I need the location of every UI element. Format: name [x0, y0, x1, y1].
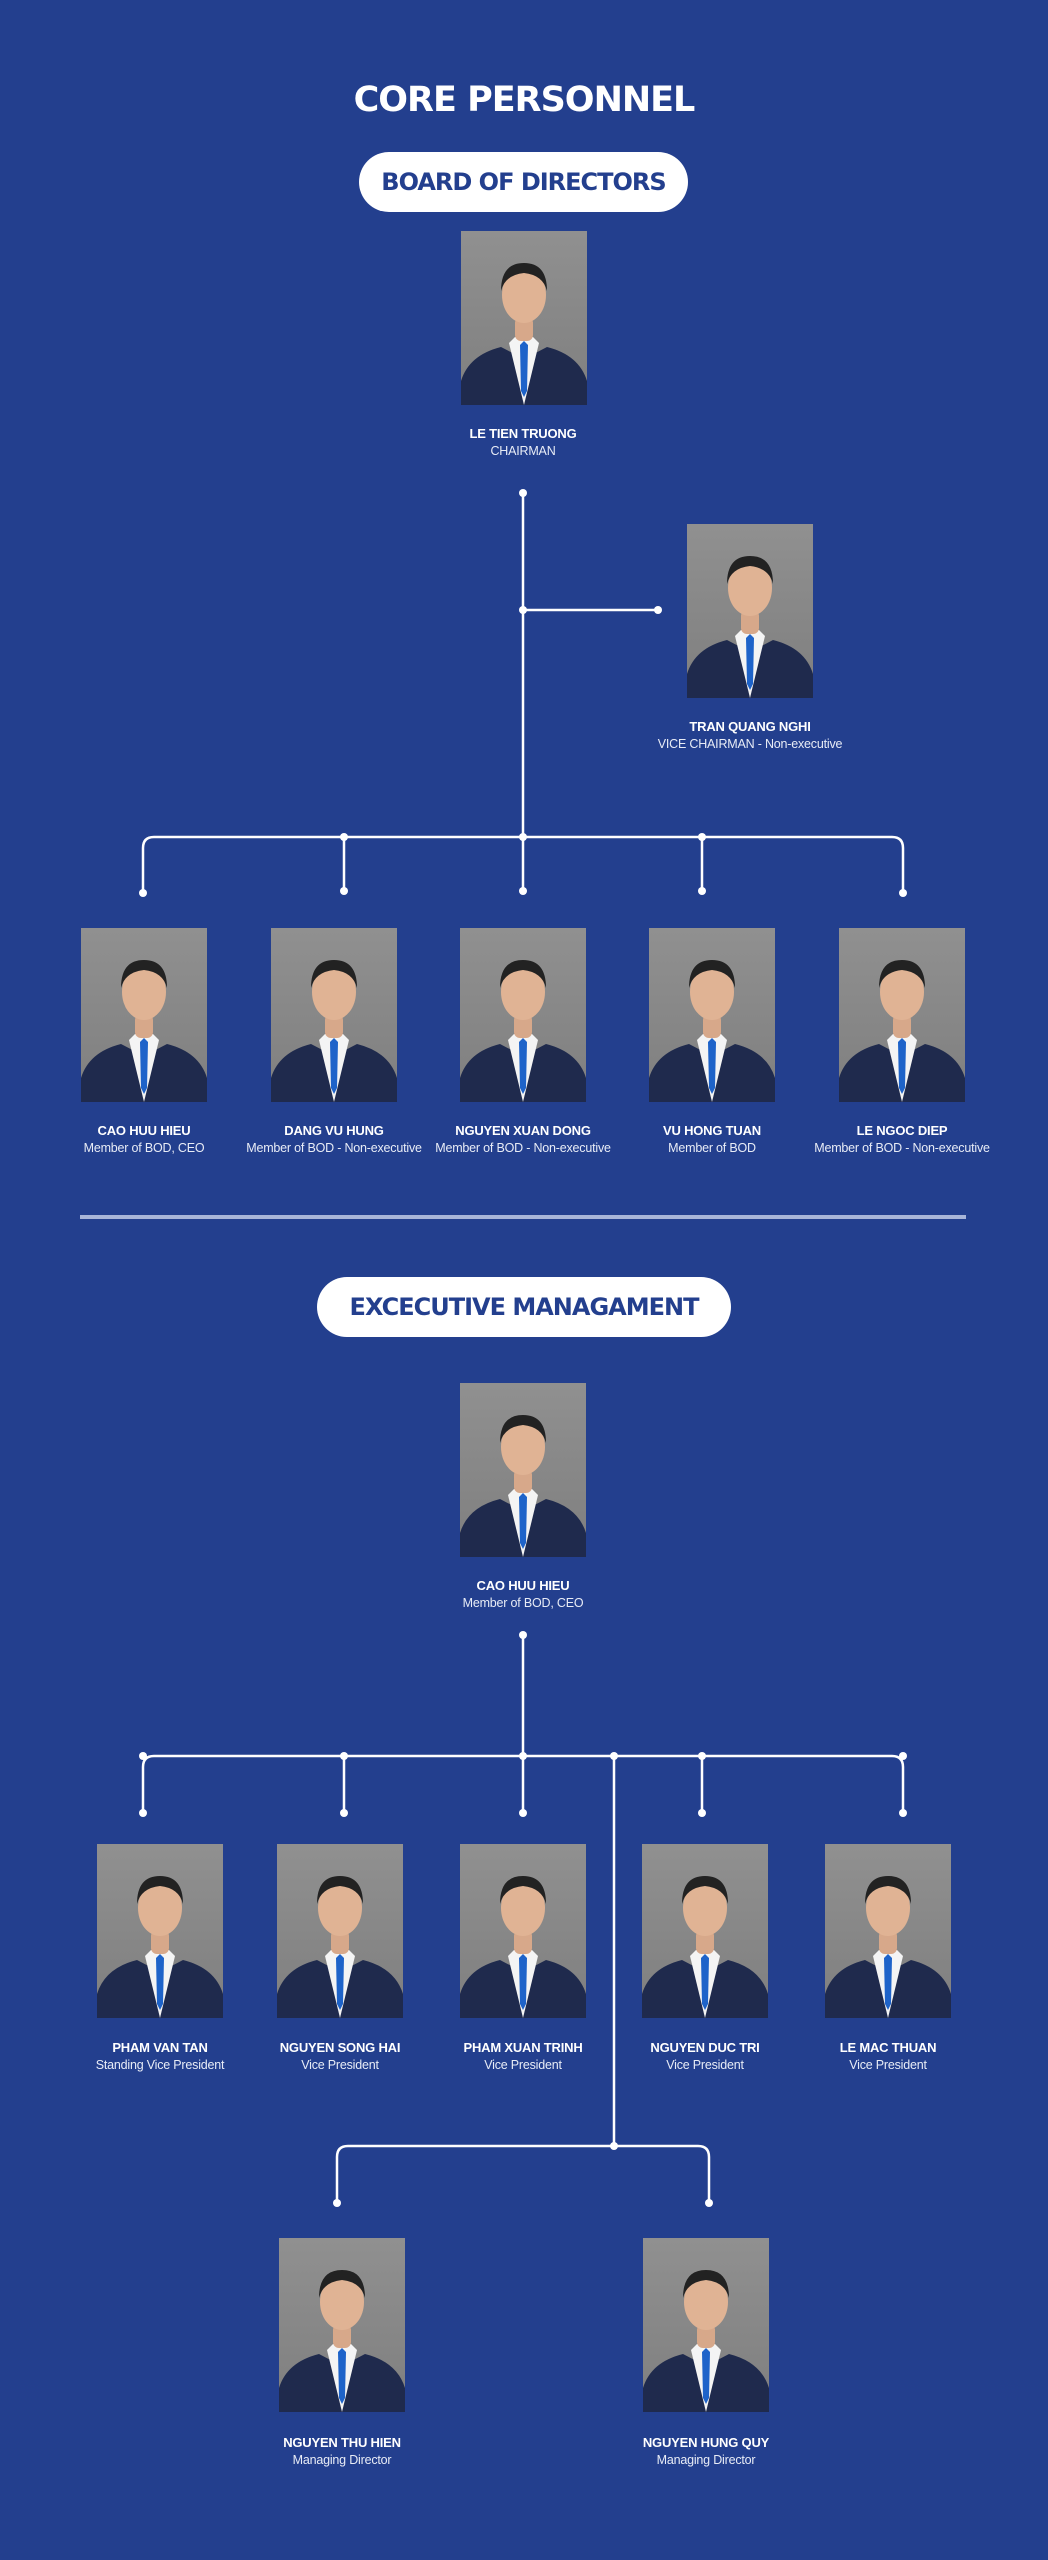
managing-director-role: Managing Director — [656, 2453, 756, 2467]
person-portrait-icon — [643, 2238, 769, 2412]
managing-director-name: NGUYEN THU HIEN — [283, 2435, 401, 2450]
board-member-photo — [649, 928, 775, 1102]
section-divider — [80, 1215, 966, 1219]
person-portrait-icon — [271, 928, 397, 1102]
managing-director-photo — [279, 2238, 405, 2412]
page-title: CORE PERSONNEL — [353, 80, 696, 120]
vice-president-role: Vice President — [301, 2058, 379, 2072]
board-member-photo — [81, 928, 207, 1102]
board-member-name: VU HONG TUAN — [663, 1123, 761, 1138]
person-portrait-icon — [825, 1844, 951, 2018]
person-portrait-icon — [97, 1844, 223, 2018]
chairman-name: LE TIEN TRUONG — [469, 426, 577, 441]
managing-director-role: Managing Director — [292, 2453, 392, 2467]
vice-president-role: Vice President — [484, 2058, 562, 2072]
vice-president-photo — [642, 1844, 768, 2018]
board-member-name: DANG VU HUNG — [284, 1123, 384, 1138]
person-portrait-icon — [687, 524, 813, 698]
board-member-role: Member of BOD - Non-executive — [435, 1141, 611, 1155]
board-of-directors-heading: BOARD OF DIRECTORS — [359, 152, 688, 212]
chairman-photo — [461, 231, 587, 405]
vice-president-name: LE MAC THUAN — [839, 2040, 937, 2055]
executive-management-heading: EXCECUTIVE MANAGAMENT — [317, 1277, 731, 1337]
person-portrait-icon — [279, 2238, 405, 2412]
ceo-role: Member of BOD, CEO — [462, 1596, 584, 1610]
vice-chairman-role: VICE CHAIRMAN - Non-executive — [657, 737, 843, 751]
vice-president-photo — [460, 1844, 586, 2018]
vice-president-name: PHAM VAN TAN — [112, 2040, 208, 2055]
person-portrait-icon — [460, 928, 586, 1102]
person-portrait-icon — [461, 231, 587, 405]
board-member-name: LE NGOC DIEP — [856, 1123, 948, 1138]
person-portrait-icon — [839, 928, 965, 1102]
board-member-name: NGUYEN XUAN DONG — [455, 1123, 591, 1138]
vice-president-role: Vice President — [666, 2058, 744, 2072]
person-portrait-icon — [649, 928, 775, 1102]
vice-president-photo — [97, 1844, 223, 2018]
board-member-photo — [839, 928, 965, 1102]
vice-president-name: NGUYEN DUC TRI — [650, 2040, 760, 2055]
vice-chairman-name: TRAN QUANG NGHI — [689, 719, 811, 734]
person-portrait-icon — [642, 1844, 768, 2018]
vice-president-name: NGUYEN SONG HAI — [279, 2040, 401, 2055]
person-portrait-icon — [81, 928, 207, 1102]
person-portrait-icon — [460, 1383, 586, 1557]
managing-director-photo — [643, 2238, 769, 2412]
vice-president-role: Vice President — [849, 2058, 927, 2072]
vice-president-photo — [277, 1844, 403, 2018]
board-member-role: Member of BOD - Non-executive — [814, 1141, 990, 1155]
managing-director-name: NGUYEN HUNG QUY — [642, 2435, 770, 2450]
board-member-role: Member of BOD - Non-executive — [246, 1141, 422, 1155]
vice-president-photo — [825, 1844, 951, 2018]
ceo-name: CAO HUU HIEU — [476, 1578, 570, 1593]
board-member-role: Member of BOD, CEO — [83, 1141, 205, 1155]
vice-president-name: PHAM XUAN TRINH — [463, 2040, 583, 2055]
ceo-photo — [460, 1383, 586, 1557]
board-member-photo — [460, 928, 586, 1102]
vice-chairman-photo — [687, 524, 813, 698]
vice-president-role: Standing Vice President — [95, 2058, 225, 2072]
board-member-name: CAO HUU HIEU — [97, 1123, 191, 1138]
person-portrait-icon — [277, 1844, 403, 2018]
board-member-role: Member of BOD — [668, 1141, 756, 1155]
person-portrait-icon — [460, 1844, 586, 2018]
chairman-role: CHAIRMAN — [490, 444, 556, 458]
board-member-photo — [271, 928, 397, 1102]
